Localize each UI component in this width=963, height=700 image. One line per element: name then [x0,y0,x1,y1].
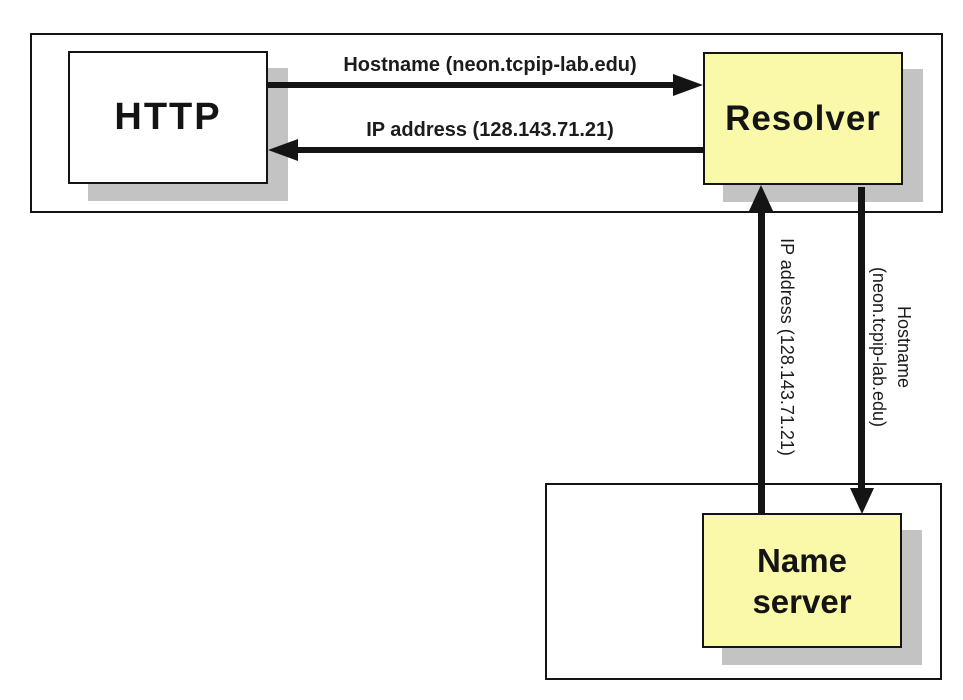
http-box-label: HTTP [114,96,222,138]
arrowhead-down-icon [850,488,874,514]
name-server-box-label: Name server [752,541,852,620]
hostname-query-arrow-line [268,82,675,88]
ip-up-arrow-line [758,209,765,514]
arrowhead-left-icon [268,139,298,161]
ip-up-arrow-label: IP address (128.143.71.21) [777,238,797,456]
arrowhead-up-icon [749,185,773,211]
name-server-box: Name server [702,513,902,648]
resolver-box: Resolver [703,52,903,185]
hostname-down-arrow-line [858,187,865,490]
ip-response-arrow-line [296,147,704,153]
http-box: HTTP [68,51,268,184]
ip-response-arrow-label: IP address (128.143.71.21) [366,119,614,141]
arrowhead-right-icon [673,74,703,96]
resolver-box-label: Resolver [725,98,881,138]
hostname-query-arrow-label: Hostname (neon.tcpip-lab.edu) [343,54,637,76]
hostname-down-arrow-label: Hostname (neon.tcpip-lab.edu) [869,266,914,428]
